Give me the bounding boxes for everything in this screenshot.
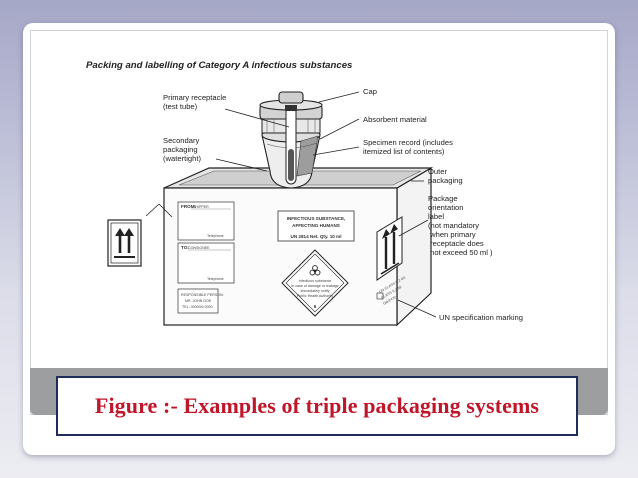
leader-lines (215, 91, 437, 318)
responsible-line3: TEL: 00000/0 0000 (182, 305, 213, 309)
figure-area: Packing and labelling of Category A infe… (30, 30, 608, 415)
label-un-specification-marking: UN specification marking (439, 313, 523, 322)
responsible-line1: RESPONSIBLE PERSON: (181, 293, 224, 297)
biohazard-diamond-icon: Infectious substance In case of damage o… (281, 249, 349, 317)
caption-box: Figure :- Examples of triple packaging s… (56, 376, 578, 436)
label-outer-packaging-2: packaging (428, 176, 463, 185)
label-secondary-packaging-1: Secondary (163, 136, 200, 145)
infectious-line2: AFFECTING HUMANS (292, 223, 340, 228)
side-orientation-arrows-icon (376, 216, 403, 281)
label-outer-packaging-1: Outer (428, 167, 447, 176)
from-telephone: Telephone (207, 234, 224, 238)
to-text: TO: (181, 245, 189, 250)
diamond-line3: immediately notify (301, 289, 330, 293)
to-sub-text: CONSIGNEE (188, 246, 210, 250)
label-primary-receptacle-2: (test tube) (163, 102, 198, 111)
from-sub-text: SHIPPER (193, 205, 209, 209)
diamond-line2: In case of damage or leakage (291, 284, 338, 288)
side-marking-line3: GB/2470 (383, 295, 397, 306)
label-cap: Cap (363, 87, 377, 96)
figure-title: Packing and labelling of Category A infe… (86, 60, 352, 71)
label-specimen-record-2: itemized list of contents) (363, 147, 445, 156)
diamond-line1: Infectious substance (299, 279, 332, 283)
to-telephone: Telephone (207, 277, 224, 281)
label-orientation-6: receptacle does (428, 239, 484, 248)
label-orientation-7: not exceed 50 ml ) (428, 248, 493, 257)
responsible-person-label (177, 288, 219, 314)
slide: Packing and labelling of Category A infe… (23, 23, 615, 455)
label-absorbent-material: Absorbent material (363, 115, 427, 124)
orientation-label-icon (107, 219, 142, 267)
label-orientation-1: Package (428, 194, 458, 203)
label-orientation-3: label (428, 212, 444, 221)
to-label (177, 242, 235, 284)
diamond-line4: Public Health Authority (297, 294, 333, 298)
un-number-line: UN 2814 Net. Qty. 10 ml (291, 234, 342, 239)
packaging-diagram: Packing and labelling of Category A infe… (86, 60, 523, 327)
label-orientation-4: (not mandatory (428, 221, 479, 230)
from-text: FROM: (181, 204, 197, 209)
test-tube (285, 105, 297, 185)
label-primary-receptacle-1: Primary receptacle (163, 93, 226, 102)
label-orientation-5: when primary (428, 230, 476, 239)
label-specimen-record-1: Specimen record (includes (363, 138, 453, 147)
specimen-record-paper (296, 135, 319, 177)
diamond-number: 6 (314, 304, 317, 309)
from-label (177, 201, 235, 241)
responsible-line2: MR. JOHN DOE (185, 299, 212, 303)
label-secondary-packaging-2: packaging (163, 145, 198, 154)
infectious-substance-label (277, 210, 355, 242)
infectious-line1: INFECTIOUS SUBSTANCE, (287, 216, 346, 221)
label-secondary-packaging-3: (watertight) (163, 154, 201, 163)
figure-caption: Figure :- Examples of triple packaging s… (94, 393, 540, 418)
label-orientation-2: orientation (428, 203, 463, 212)
